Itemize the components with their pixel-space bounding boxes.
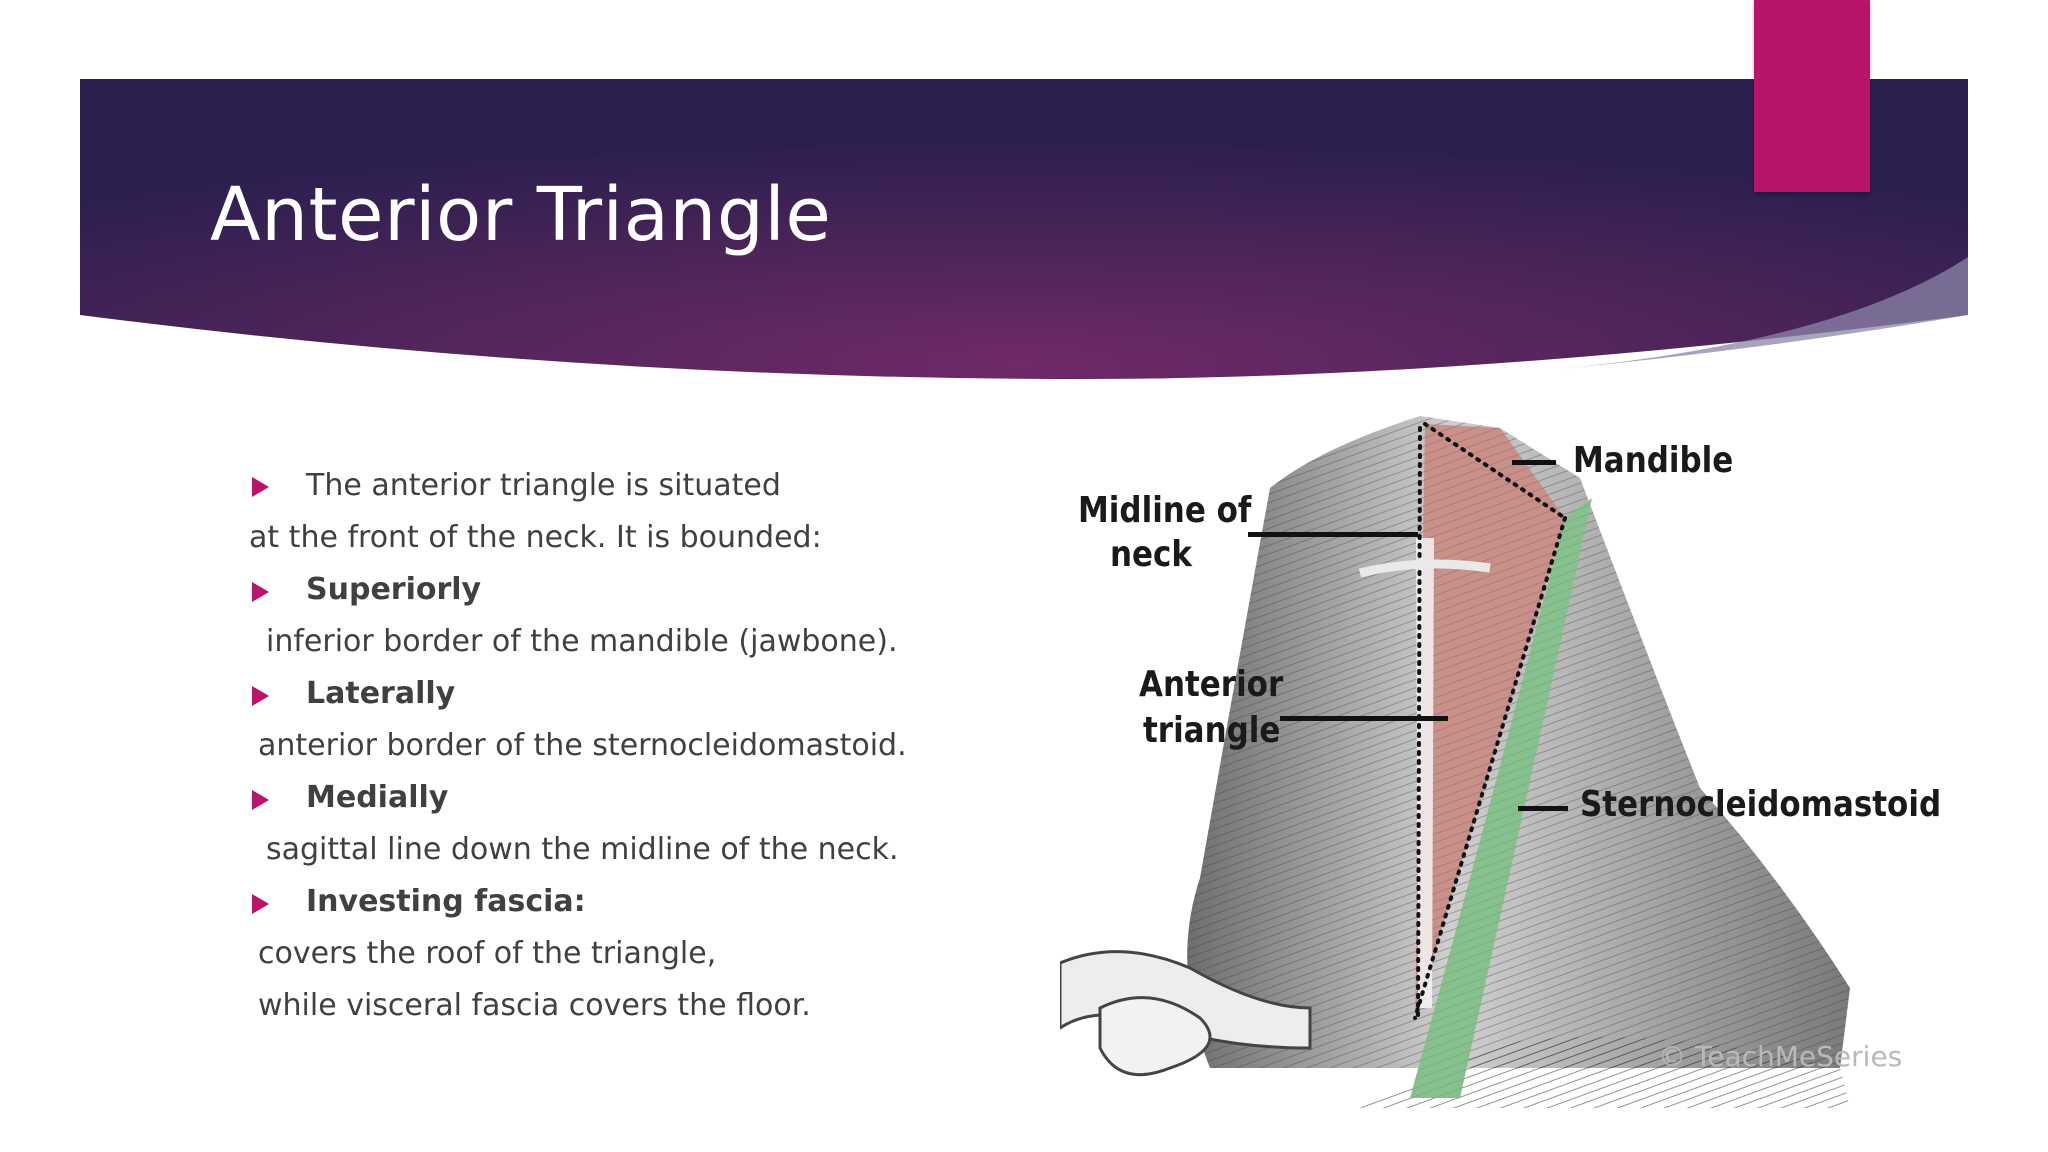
item-text-laterally: anterior border of the sternocleidomasto… <box>258 728 907 763</box>
slide-title: Anterior Triangle <box>210 172 832 258</box>
item-heading-laterally: Laterally <box>306 676 456 711</box>
bullet-icon <box>252 582 269 602</box>
title-banner <box>80 79 1968 385</box>
bullet-icon <box>252 790 269 810</box>
label-midline-of-neck-2: neck <box>1110 534 1192 575</box>
label-sternocleidomastoid: Sternocleidomastoid <box>1580 784 1942 825</box>
accent-tab <box>1754 0 1870 192</box>
label-midline-of-neck-1: Midline of <box>1078 490 1252 531</box>
item-text-investing-fascia-2: while visceral fascia covers the floor. <box>258 988 811 1023</box>
label-mandible: Mandible <box>1573 440 1734 481</box>
label-anterior-triangle-2: triangle <box>1143 710 1281 751</box>
item-text-superiorly: inferior border of the mandible (jawbone… <box>266 624 898 659</box>
label-anterior-triangle-1: Anterior <box>1139 664 1284 705</box>
bullet-icon <box>252 477 269 497</box>
neck-illustration <box>1058 416 1850 1108</box>
item-text-investing-fascia-1: covers the roof of the triangle, <box>258 936 717 971</box>
watermark-text: TeachMeSeries <box>1694 1040 1903 1073</box>
item-text-medially: sagittal line down the midline of the ne… <box>266 832 899 867</box>
sternocleidomastoid-leader-line <box>1518 806 1568 811</box>
intro-line-1: The anterior triangle is situated <box>306 468 781 503</box>
item-heading-superiorly: Superiorly <box>306 572 482 607</box>
bullet-icon <box>252 686 269 706</box>
item-heading-investing-fascia: Investing fascia: <box>306 884 586 919</box>
item-heading-medially: Medially <box>306 780 449 815</box>
midline-leader-line <box>1248 532 1418 537</box>
intro-line-2: at the front of the neck. It is bounded: <box>249 520 822 555</box>
teachmeseries-watermark: © TeachMeSeries <box>1658 1040 1902 1073</box>
bullet-icon <box>252 894 269 914</box>
anterior-triangle-leader-line <box>1280 716 1448 721</box>
neck-anatomy-figure: Mandible Midline of neck Anterior triang… <box>1058 408 1941 1108</box>
copyright-icon: © <box>1658 1040 1686 1073</box>
mandible-leader-line <box>1512 460 1556 465</box>
